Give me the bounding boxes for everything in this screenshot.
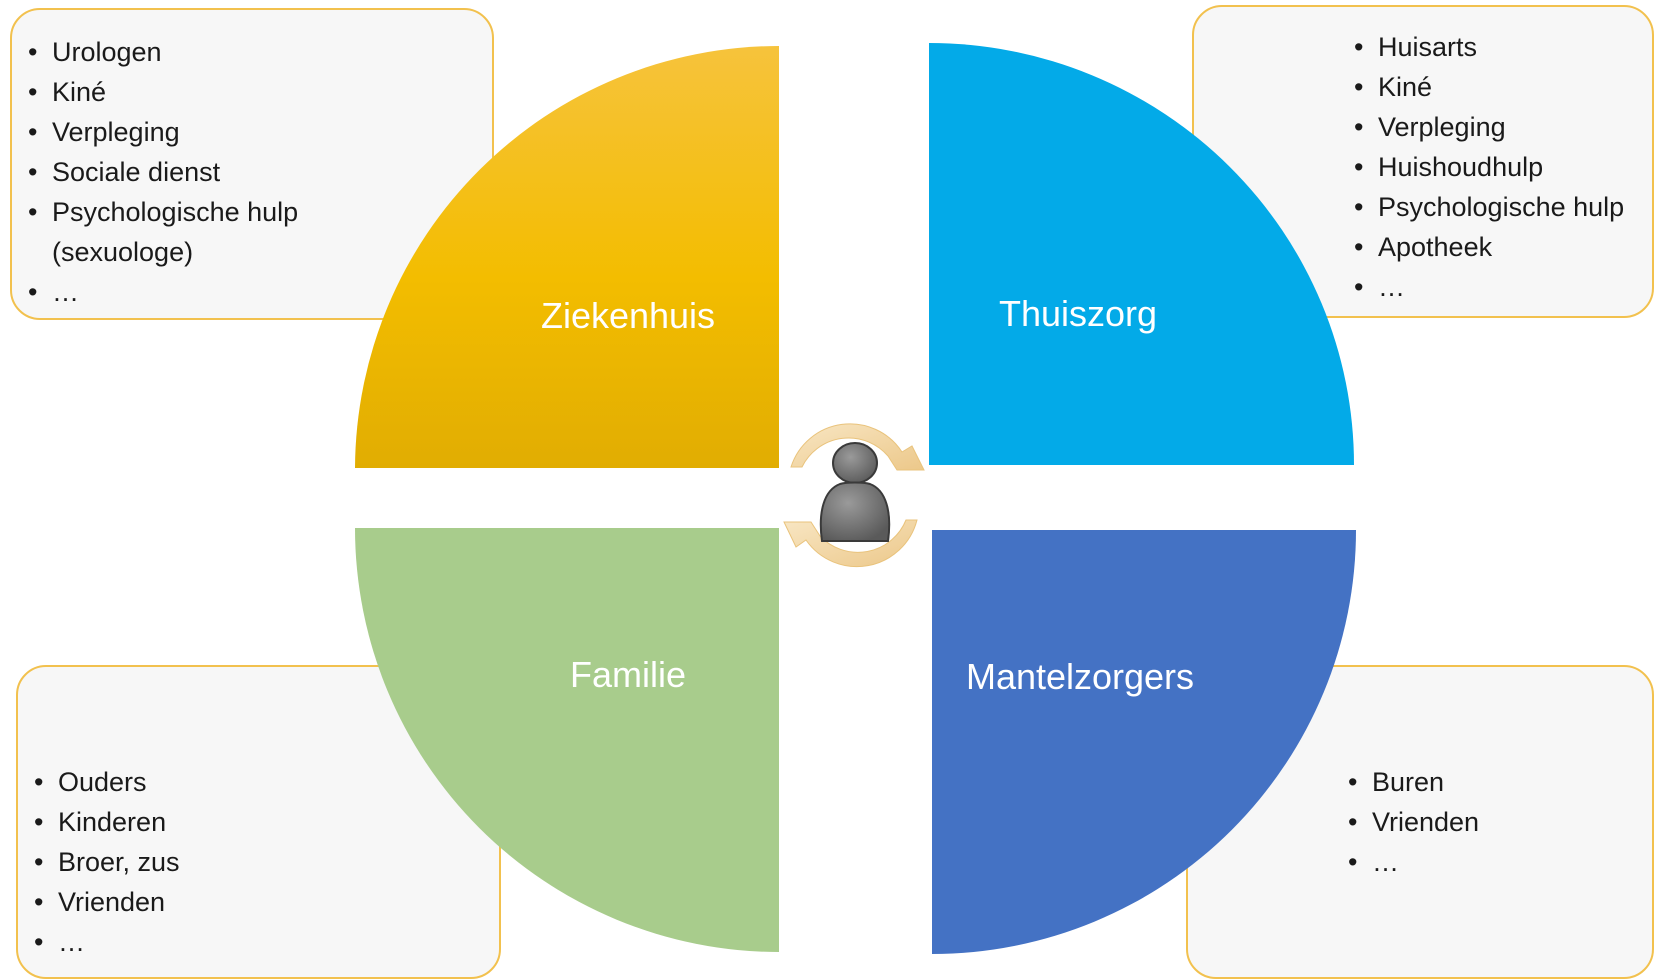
list-item: … (34, 922, 180, 962)
list-item: Kiné (28, 72, 298, 112)
list-item: Psychologische hulp (1354, 187, 1624, 227)
quadrant-label-ziekenhuis: Ziekenhuis (540, 295, 716, 336)
list-item: Kiné (1354, 67, 1624, 107)
quadrant-ziekenhuis (355, 46, 779, 468)
callout-box-ziekenhuis: Urologen Kiné Verpleging Sociale dienst … (10, 8, 494, 320)
list-item: Huishoudhulp (1354, 147, 1624, 187)
list-ziekenhuis: Urologen Kiné Verpleging Sociale dienst … (28, 32, 298, 312)
quadrant-label-thuiszorg: Thuiszorg (998, 293, 1158, 334)
list-item: Ouders (34, 762, 180, 802)
person-head (832, 442, 878, 484)
quadrant-label-familie: Familie (569, 654, 687, 695)
list-item: … (1354, 267, 1624, 307)
quadrant-familie (355, 528, 779, 952)
quadrant-thuiszorg (929, 43, 1354, 465)
list-mantelzorgers: Buren Vrienden … (1348, 762, 1479, 882)
list-item: Broer, zus (34, 842, 180, 882)
person-body (819, 481, 891, 542)
list-item: Urologen (28, 32, 298, 72)
quadrant-label-mantelzorgers: Mantelzorgers (965, 656, 1195, 697)
person-cycle-icon (783, 423, 925, 568)
list-item: Vrienden (34, 882, 180, 922)
list-item: Verpleging (28, 112, 298, 152)
list-item: Sociale dienst (28, 152, 298, 192)
list-familie: Ouders Kinderen Broer, zus Vrienden … (34, 762, 180, 962)
list-item: Buren (1348, 762, 1479, 802)
list-item: Vrienden (1348, 802, 1479, 842)
cycle-arrow-bottom (783, 519, 918, 568)
list-item: … (1348, 842, 1479, 882)
list-item: Kinderen (34, 802, 180, 842)
list-item-continuation: (sexuologe) (52, 237, 194, 267)
quadrant-mantelzorgers (932, 530, 1356, 954)
list-item: Apotheek (1354, 227, 1624, 267)
cycle-arrow-top (790, 423, 925, 471)
list-item: Huisarts (1354, 27, 1624, 67)
list-item: Psychologische hulp (28, 192, 298, 232)
list-thuiszorg: Huisarts Kiné Verpleging Huishoudhulp Ps… (1354, 27, 1624, 307)
list-item: Verpleging (1354, 107, 1624, 147)
list-item: … (28, 272, 298, 312)
